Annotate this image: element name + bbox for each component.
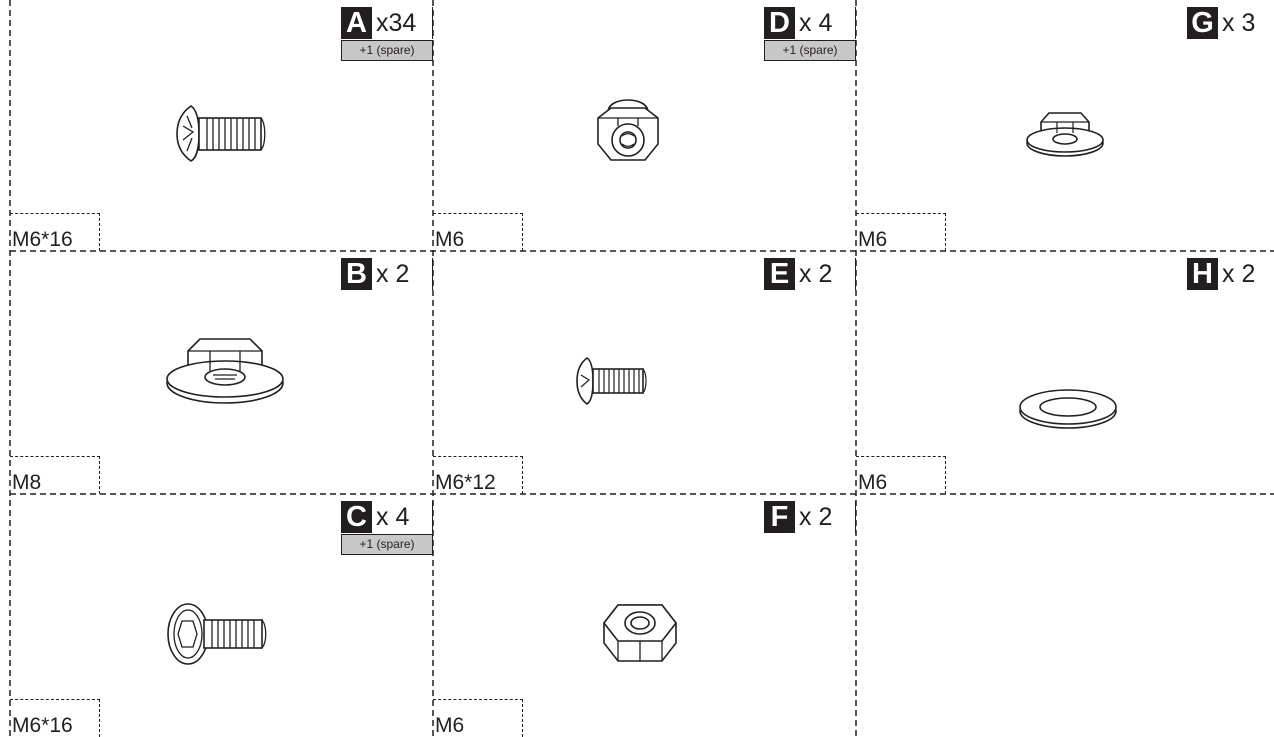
part-qty-a: x34 <box>372 7 433 39</box>
flange-nut-icon <box>1026 112 1104 157</box>
part-qty-b: x 2 <box>372 258 433 290</box>
size-label-c: M6*16 <box>10 699 100 737</box>
hex-nut-icon <box>602 604 678 662</box>
part-cell-c: C x 4 +1 (spare) M6*16 <box>10 494 433 737</box>
size-label-b: M8 <box>10 456 100 494</box>
part-letter-b: B <box>341 258 372 290</box>
part-letter-h: H <box>1187 258 1218 290</box>
part-letter-a: A <box>341 7 372 39</box>
part-cell-d: D x 4 +1 (spare) M6 <box>433 0 856 251</box>
size-label-h: M6 <box>856 456 946 494</box>
part-letter-d: D <box>764 7 795 39</box>
hex-socket-bolt-icon <box>167 603 267 665</box>
part-qty-h: x 2 <box>1218 258 1274 290</box>
part-qty-f: x 2 <box>795 501 856 533</box>
flat-washer-icon <box>1019 389 1117 429</box>
spare-note-d: +1 (spare) <box>764 40 856 61</box>
part-qty-d: x 4 <box>795 7 856 39</box>
part-qty-e: x 2 <box>795 258 856 290</box>
part-letter-g: G <box>1187 7 1218 39</box>
size-label-e: M6*12 <box>433 456 523 494</box>
part-cell-h: H x 2 M6 <box>856 251 1274 494</box>
part-qty-c: x 4 <box>372 501 433 533</box>
part-letter-c: C <box>341 501 372 533</box>
empty-cell <box>856 494 1274 737</box>
part-qty-g: x 3 <box>1218 7 1274 39</box>
spare-note-c: +1 (spare) <box>341 534 433 555</box>
part-letter-f: F <box>764 501 795 533</box>
part-letter-e: E <box>764 258 795 290</box>
spare-note-a: +1 (spare) <box>341 40 433 61</box>
truss-head-phillips-bolt-icon <box>576 357 647 405</box>
part-cell-f: F x 2 M6 <box>433 494 856 737</box>
acorn-nut-icon <box>597 99 659 161</box>
size-label-f: M6 <box>433 699 523 737</box>
size-label-g: M6 <box>856 213 946 251</box>
size-label-a: M6*16 <box>10 213 100 251</box>
size-label-d: M6 <box>433 213 523 251</box>
part-cell-e: E x 2 M6*12 <box>433 251 856 494</box>
part-cell-g: G x 3 M6 <box>856 0 1274 251</box>
flange-nut-icon <box>166 338 284 404</box>
part-cell-a: A x34 +1 (spare) M6*16 <box>10 0 433 251</box>
truss-head-phillips-bolt-icon <box>176 105 266 162</box>
part-cell-b: B x 2 M8 <box>10 251 433 494</box>
